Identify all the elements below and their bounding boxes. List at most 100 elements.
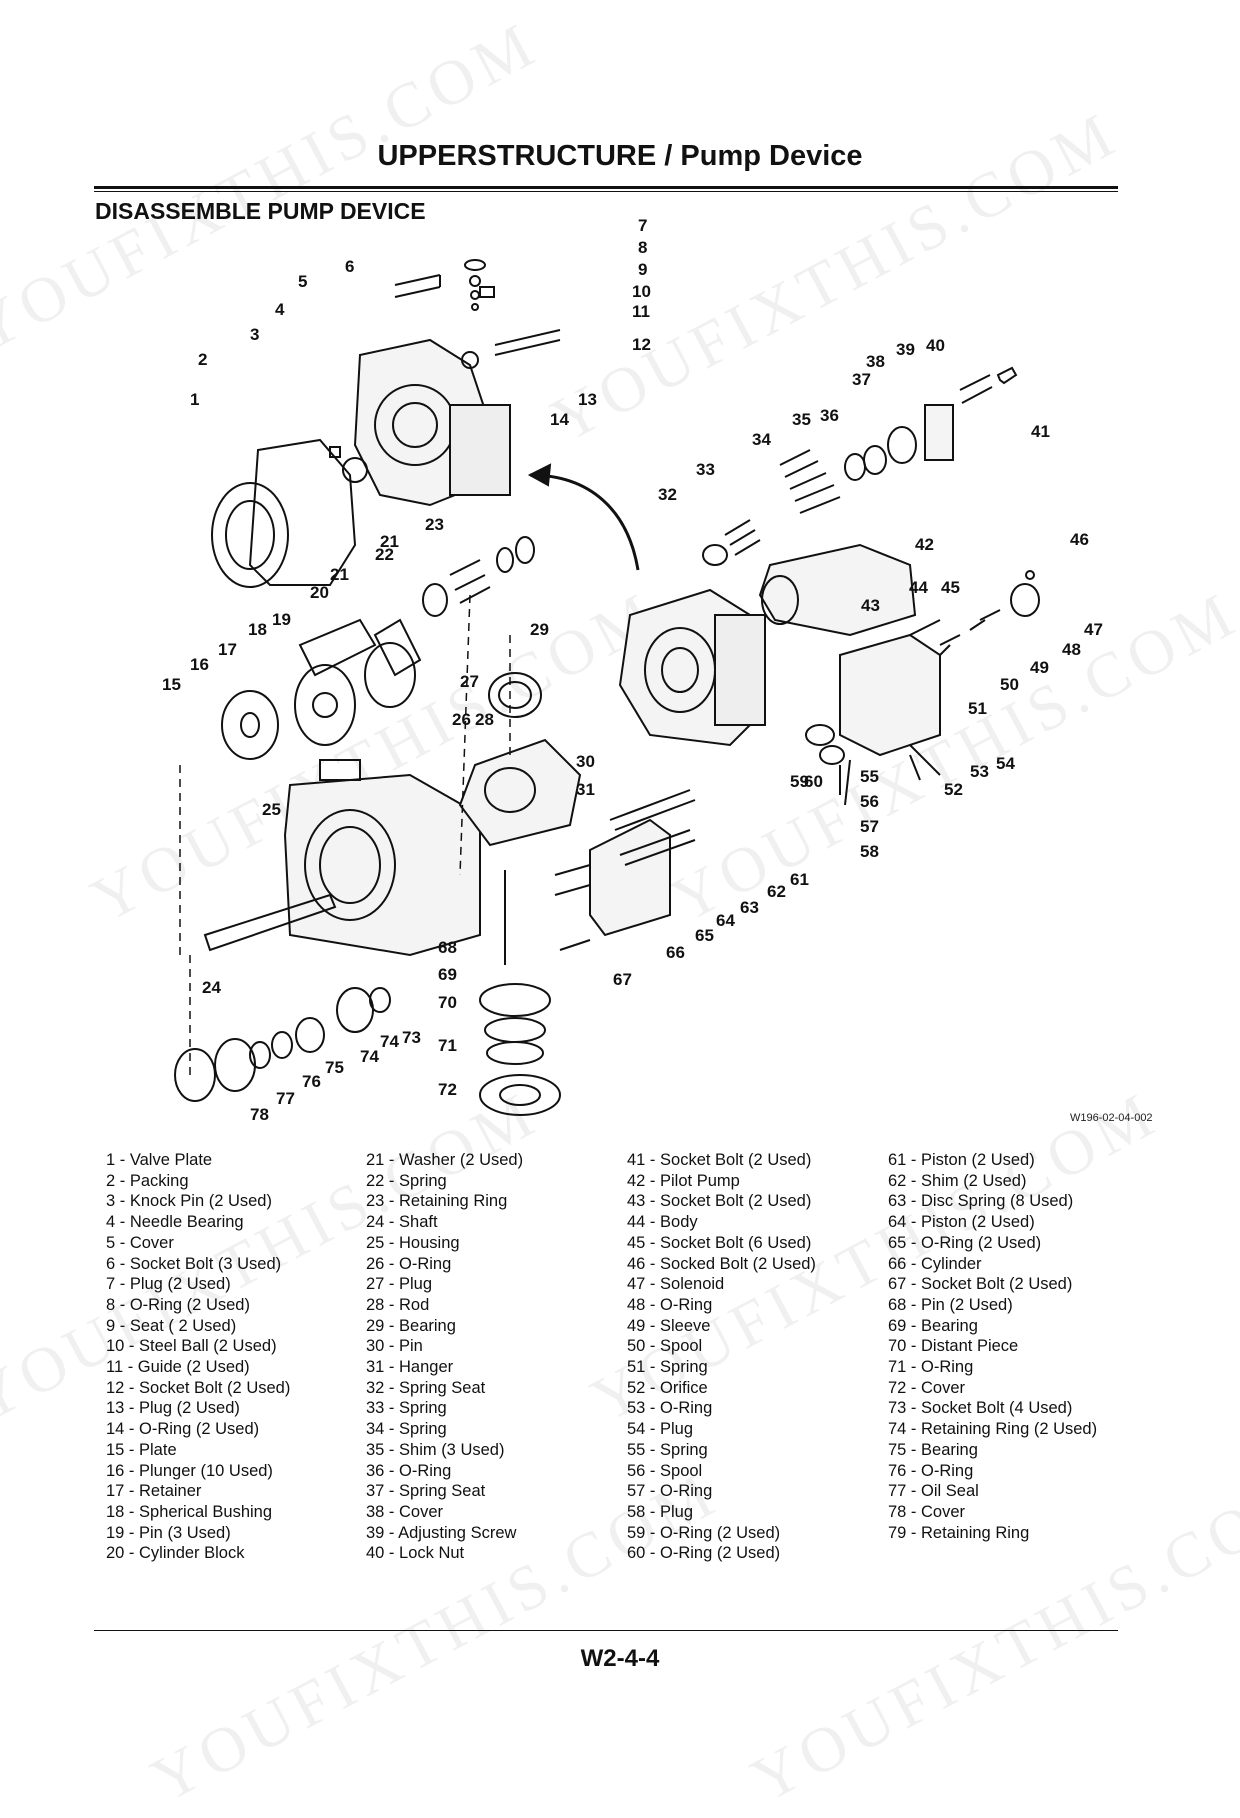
callout-label: 10 (632, 282, 651, 301)
legend-item: 54 - Plug (627, 1420, 694, 1439)
legend-item: 74 - Retaining Ring (2 Used) (888, 1420, 1098, 1439)
footer-rule (94, 1630, 1118, 1631)
legend-item: 12 - Socket Bolt (2 Used) (106, 1378, 291, 1397)
callout-label: 25 (262, 800, 281, 819)
callout-label: 26 (452, 710, 471, 729)
legend-item: 31 - Hanger (366, 1358, 454, 1377)
legend-item: 68 - Pin (2 Used) (888, 1295, 1013, 1314)
legend-item: 18 - Spherical Bushing (106, 1502, 273, 1521)
legend-item: 32 - Spring Seat (366, 1378, 486, 1397)
legend-item: 61 - Piston (2 Used) (888, 1151, 1035, 1169)
legend-item: 14 - O-Ring (2 Used) (106, 1420, 260, 1439)
callout-label: 6 (345, 257, 354, 276)
callout-label: 69 (438, 965, 457, 984)
legend-item: 20 - Cylinder Block (106, 1544, 245, 1563)
legend-item: 13 - Plug (2 Used) (106, 1399, 240, 1418)
callout-label: 79 (150, 215, 169, 219)
callout-label: 57 (860, 817, 879, 836)
callout-label: 21 (330, 565, 349, 584)
legend-item: 25 - Housing (366, 1233, 460, 1252)
legend-item: 58 - Plug (627, 1502, 694, 1521)
callout-label: 63 (740, 898, 759, 917)
callout-label: 14 (550, 410, 569, 429)
legend-item: 41 - Socket Bolt (2 Used) (627, 1151, 812, 1169)
figure-id: W196-02-04-002 (1070, 1112, 1153, 1124)
callout-label: 24 (202, 978, 221, 997)
callout-label: 59 (790, 772, 809, 791)
callout-label: 62 (767, 882, 786, 901)
callout-label: 22 (375, 545, 394, 564)
legend-item: 72 - Cover (888, 1378, 966, 1397)
legend-item: 40 - Lock Nut (366, 1544, 465, 1563)
legend-item: 69 - Bearing (888, 1316, 978, 1335)
callout-labels: 1234567891011121314151617181920212122232… (150, 215, 1103, 1124)
legend-item: 19 - Pin (3 Used) (106, 1523, 231, 1542)
legend-item: 50 - Spool (627, 1337, 703, 1356)
callout-label: 67 (613, 970, 632, 989)
legend-item: 36 - O-Ring (366, 1461, 452, 1480)
section-title: DISASSEMBLE PUMP DEVICE (95, 198, 426, 224)
callout-label: 13 (578, 390, 597, 409)
legend-item: 30 - Pin (366, 1337, 423, 1356)
legend-column-3: 41 - Socket Bolt (2 Used)42 - Pilot Pump… (627, 1150, 816, 1564)
callout-label: 36 (820, 406, 839, 425)
callout-label: 64 (716, 911, 735, 930)
legend-column-4: 61 - Piston (2 Used)62 - Shim (2 Used)63… (888, 1150, 1097, 1543)
callout-label: 1 (190, 390, 199, 409)
callout-label: 61 (790, 870, 809, 889)
callout-label: 56 (860, 792, 879, 811)
callout-label: 23 (425, 515, 444, 534)
legend-item: 35 - Shim (3 Used) (366, 1440, 505, 1459)
callout-label: 38 (866, 352, 885, 371)
legend-item: 21 - Washer (2 Used) (366, 1151, 524, 1169)
callout-label: 60 (804, 772, 823, 791)
legend-item: 11 - Guide (2 Used) (106, 1358, 250, 1377)
callout-label: 35 (792, 410, 811, 429)
callout-label: 46 (1070, 530, 1089, 549)
legend-item: 33 - Spring (366, 1399, 447, 1418)
page-title: UPPERSTRUCTURE / Pump Device (377, 140, 863, 172)
legend-item: 9 - Seat ( 2 Used) (106, 1316, 237, 1335)
legend-item: 46 - Socked Bolt (2 Used) (627, 1254, 816, 1273)
callout-label: 43 (861, 596, 880, 615)
legend-item: 16 - Plunger (10 Used) (106, 1461, 273, 1480)
legend-item: 62 - Shim (2 Used) (888, 1171, 1027, 1190)
callout-label: 4 (275, 300, 285, 319)
legend-item: 10 - Steel Ball (2 Used) (106, 1337, 277, 1356)
callout-label: 58 (860, 842, 879, 861)
callout-label: 44 (909, 578, 928, 597)
legend-item: 48 - O-Ring (627, 1295, 713, 1314)
callout-label: 21 (380, 532, 399, 551)
callout-label: 42 (915, 535, 934, 554)
legend-item: 28 - Rod (366, 1295, 430, 1314)
legend-item: 43 - Socket Bolt (2 Used) (627, 1192, 812, 1211)
callout-label: 40 (926, 336, 945, 355)
legend-item: 55 - Spring (627, 1440, 708, 1459)
callout-label: 48 (1062, 640, 1081, 659)
callout-label: 3 (250, 325, 259, 344)
legend-item: 26 - O-Ring (366, 1254, 452, 1273)
callout-label: 65 (695, 926, 714, 945)
callout-label: 47 (1084, 620, 1103, 639)
legend-item: 52 - Orifice (627, 1378, 708, 1397)
legend-item: 8 - O-Ring (2 Used) (106, 1295, 250, 1314)
callout-label: 27 (460, 672, 479, 691)
legend-item: 17 - Retainer (106, 1482, 202, 1501)
callout-label: 50 (1000, 675, 1019, 694)
callout-label: 31 (576, 780, 595, 799)
legend-item: 22 - Spring (366, 1171, 447, 1190)
callout-label: 15 (162, 675, 181, 694)
callout-label: 9 (638, 260, 647, 279)
callout-label: 73 (402, 1028, 421, 1047)
callout-label: 39 (896, 340, 915, 359)
callout-label: 68 (438, 938, 457, 957)
callout-label: 17 (218, 640, 237, 659)
callout-label: 2 (198, 350, 207, 369)
callout-label: 34 (752, 430, 771, 449)
callout-label: 72 (438, 1080, 457, 1099)
legend-item: 27 - Plug (366, 1275, 433, 1294)
legend-item: 53 - O-Ring (627, 1399, 713, 1418)
callout-label: 8 (638, 238, 647, 257)
callout-label: 70 (438, 993, 457, 1012)
